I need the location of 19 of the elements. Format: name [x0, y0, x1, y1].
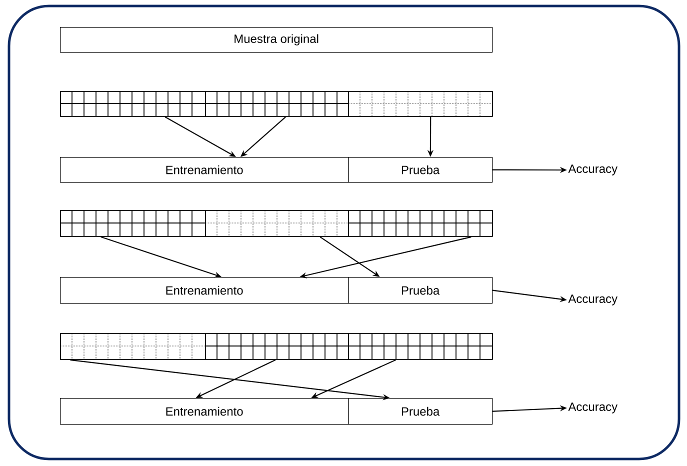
bar-segment [348, 210, 493, 237]
bar-segment [348, 90, 493, 117]
bar-segment [348, 332, 493, 360]
result-label: Accuracy [568, 402, 618, 414]
text-box: Prueba [348, 277, 493, 304]
text-box: Muestra original [60, 27, 493, 53]
bar-segment [60, 332, 206, 360]
result-label: Accuracy [568, 294, 618, 306]
text-box: Entrenamiento [60, 398, 349, 425]
bar-segment [60, 90, 206, 117]
text-box: Entrenamiento [60, 277, 349, 304]
bar-segment [204, 210, 349, 237]
text-box: Entrenamiento [60, 157, 349, 183]
result-label: Accuracy [568, 164, 618, 176]
text-box: Prueba [348, 157, 493, 183]
text-box: Prueba [348, 398, 493, 425]
bar-segment [60, 210, 206, 237]
bar-segment [204, 332, 349, 360]
bar-segment [204, 90, 349, 117]
